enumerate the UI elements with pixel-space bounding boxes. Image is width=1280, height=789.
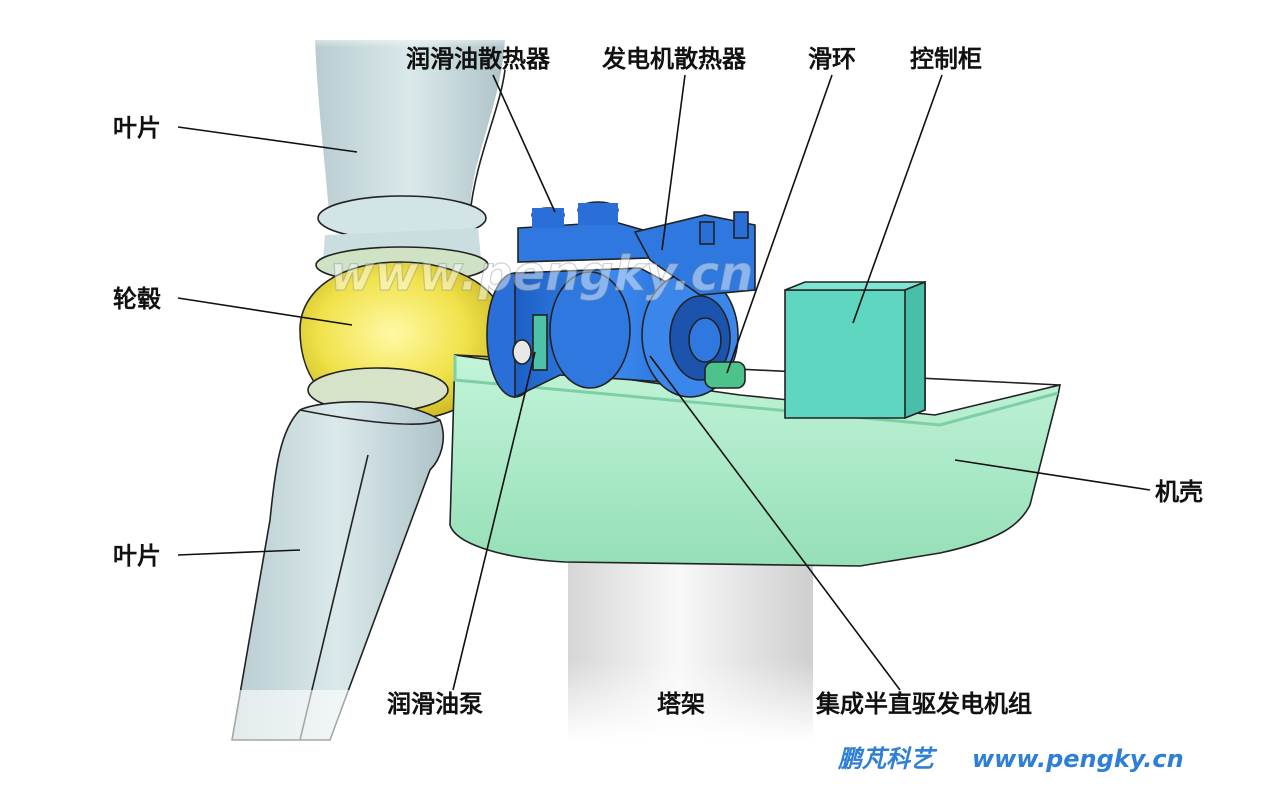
label-oil-pump: 润滑油泵 [387,690,483,718]
control-cabinet [784,280,926,420]
tower [560,540,822,740]
label-hub: 轮毂 [113,285,161,313]
brand-name: 鹏芃科艺 [837,745,938,773]
blade-bottom [220,367,460,750]
label-generator-radiator: 发电机散热器 [601,45,747,73]
brand-url: www.pengky.cn [972,745,1184,773]
label-control-cabinet: 控制柜 [910,45,982,73]
nacelle [449,354,1062,567]
label-blade-bottom: 叶片 [113,542,161,570]
watermark: www.pengky.cn [330,246,753,302]
label-slip-ring: 滑环 [808,45,856,73]
label-nacelle: 机壳 [1155,478,1203,506]
label-blade-top: 叶片 [113,114,161,142]
label-tower: 塔架 [657,690,705,718]
generator-set [486,201,756,399]
label-generator-set: 集成半直驱发电机组 [815,690,1032,718]
label-oil-radiator: 润滑油散热器 [406,45,551,73]
leader-lines [177,74,1151,691]
